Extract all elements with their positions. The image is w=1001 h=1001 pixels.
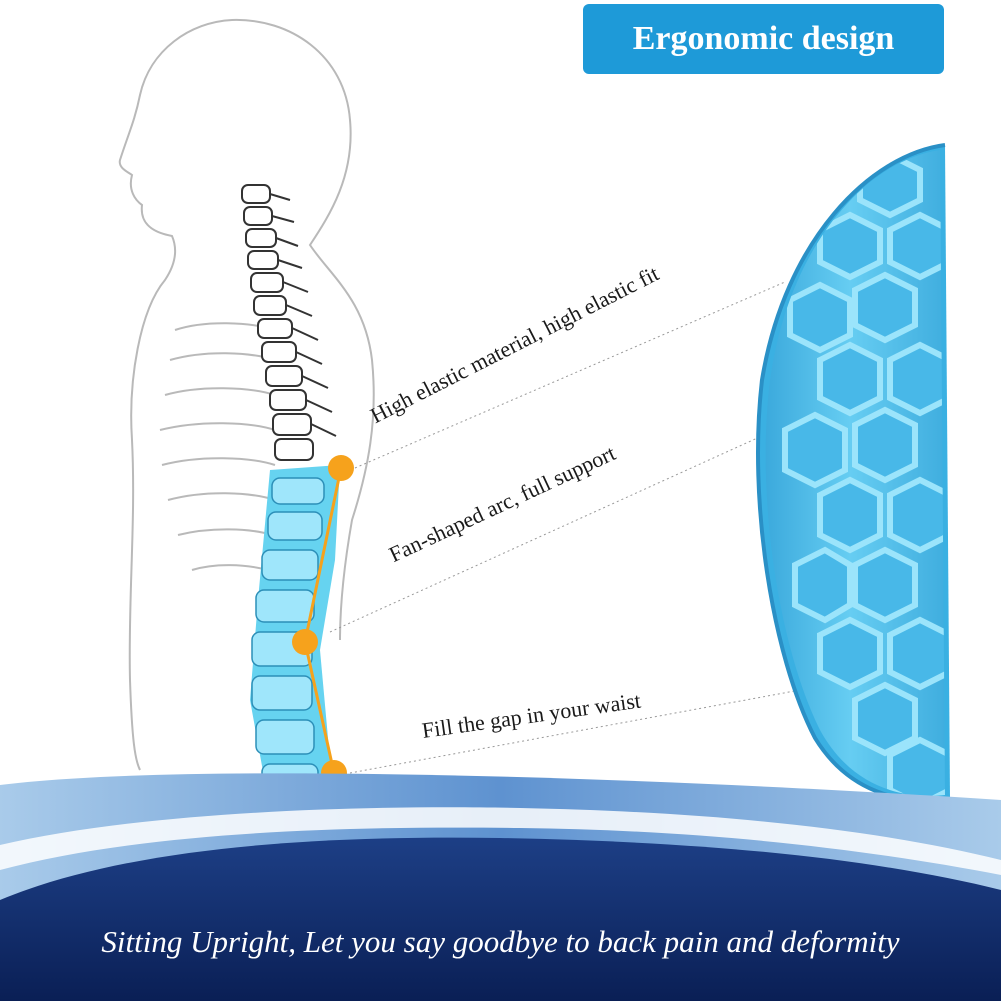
ergonomic-design-badge: Ergonomic design xyxy=(583,4,944,74)
human-silhouette-icon xyxy=(118,18,375,771)
gel-cushion-icon xyxy=(756,143,951,803)
support-point-marker-icon xyxy=(292,629,318,655)
footer-tagline: Sitting Upright, Let you say goodbye to … xyxy=(101,924,900,959)
spine-illustration-icon xyxy=(241,184,337,461)
support-point-marker-icon xyxy=(328,455,354,481)
guide-lines xyxy=(329,281,801,774)
footer-background xyxy=(0,773,1001,1001)
badge-label: Ergonomic design xyxy=(632,20,895,57)
